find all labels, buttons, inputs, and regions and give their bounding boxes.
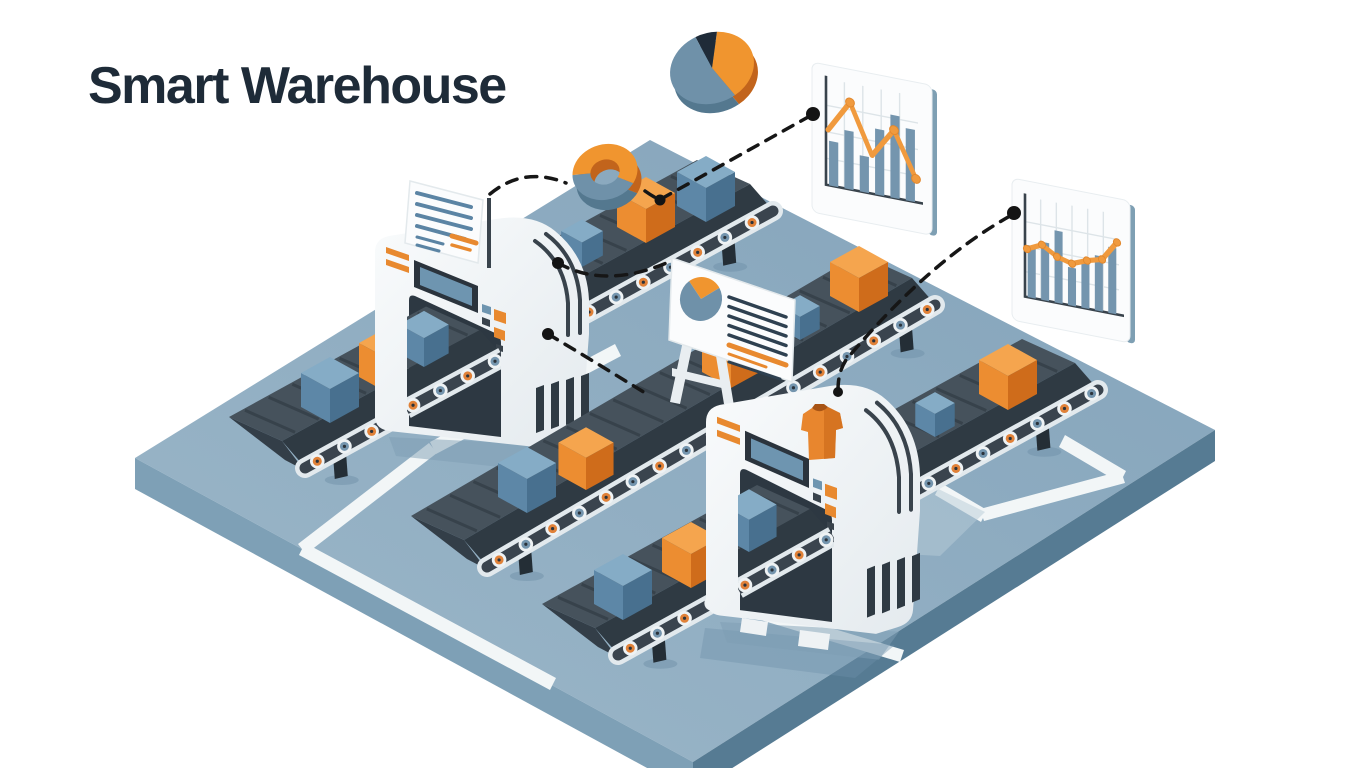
dashed-connectors (488, 114, 1012, 398)
parcel-in-gantry-2 (738, 489, 777, 552)
connector-donut-to-box (643, 189, 660, 201)
report-panel-small (404, 180, 491, 268)
panel-text-lines (727, 295, 788, 357)
bar-line-chart-2 (1022, 193, 1124, 318)
page-title: Smart Warehouse (88, 57, 507, 115)
connector-panel-to-donut (488, 174, 568, 196)
connector-gantry1-down (546, 332, 652, 398)
report-text-lines (415, 191, 473, 241)
report-highlight-lines (449, 233, 479, 252)
connector-gantry1-to-panel (556, 259, 673, 278)
tshirt-on-gantry-icon (801, 404, 843, 460)
panel-pie-chart (680, 277, 723, 321)
parcel-in-gantry-1 (407, 310, 449, 367)
connector-dots (542, 107, 1021, 397)
chart-card-1 (811, 62, 937, 236)
connector-box-to-card1 (659, 114, 812, 201)
chart-card-2 (1011, 178, 1135, 344)
donut-chart-floating (572, 143, 642, 211)
bar-line-chart-1 (824, 75, 923, 205)
panel-highlight-lines (726, 342, 789, 369)
analytics-panel-standing (668, 256, 796, 406)
gantry-2-base-feet (740, 618, 830, 650)
pie-chart-floating (670, 31, 758, 114)
parcels-belt-3 (594, 344, 1037, 620)
connector-card2-to-gantry2 (836, 214, 1012, 392)
